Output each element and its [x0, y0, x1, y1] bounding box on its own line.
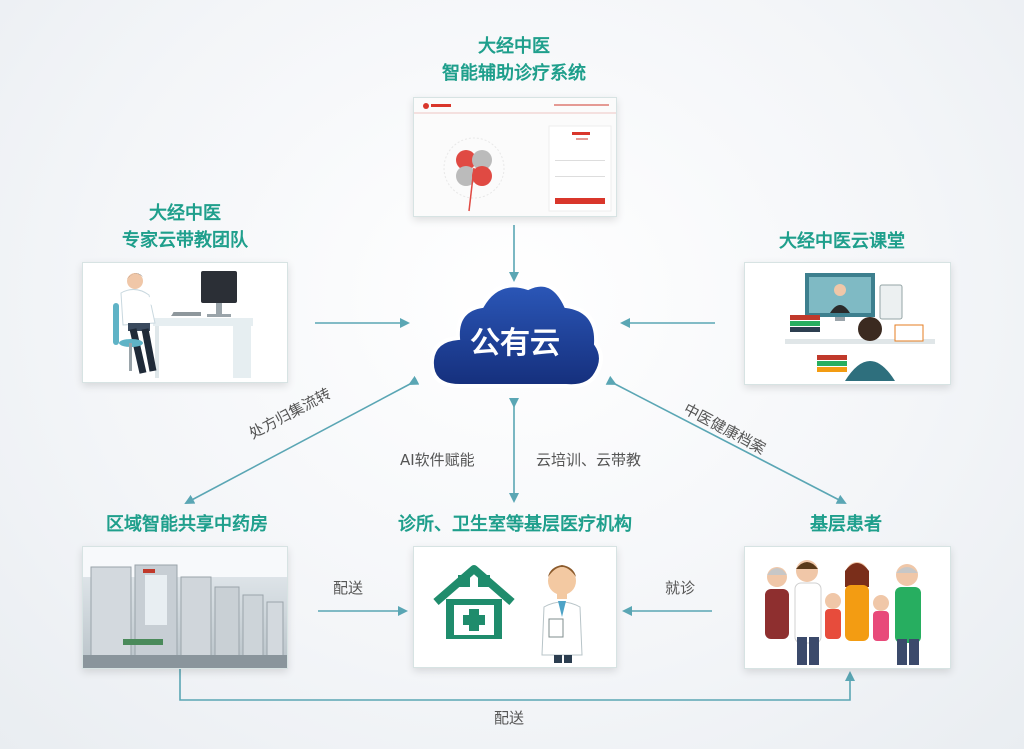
arrow-cloud-patients [605, 375, 847, 504]
ai-system-app-mockup [414, 98, 616, 216]
clinics-image [413, 546, 617, 668]
expert-team-title: 大经中医 专家云带教团队 [122, 203, 248, 251]
automated-pharmacy-photo [83, 547, 287, 668]
family-group-icon [765, 560, 921, 665]
family-illustration [745, 547, 950, 668]
doctor-at-computer-illustration [83, 263, 287, 382]
cloud-class-title: 大经中医云课堂 [779, 231, 905, 252]
doctor-icon [541, 565, 583, 663]
ai-system-screenshot [413, 97, 617, 217]
clover-leaf-icon [456, 150, 476, 170]
brand-logo-icon [423, 103, 429, 109]
public-cloud: 公有云 [420, 266, 610, 400]
tablet-icon [879, 284, 903, 320]
edge-label-delivery-patients: 配送 [494, 709, 525, 727]
expert-team-image [82, 262, 288, 383]
arrow-cloud-pharmacy [184, 375, 420, 504]
cloud-class-image [744, 262, 951, 385]
monitor-icon [201, 271, 237, 303]
edge-label-delivery-pharmacy: 配送 [333, 579, 364, 597]
public-cloud-label: 公有云 [470, 326, 560, 361]
ai-system-title: 大经中医 智能辅助诊疗系统 [442, 36, 586, 84]
patients-image [744, 546, 951, 669]
clinic-and-doctor-illustration [414, 547, 616, 667]
cloud-icon [429, 282, 603, 389]
book-stack-icon [790, 315, 820, 320]
pharmacy-image [82, 546, 288, 669]
clinic-house-icon [433, 565, 515, 639]
login-button [555, 198, 605, 204]
patients-title: 基层患者 [810, 514, 882, 535]
edge-label-cloud-training: 云培训、云带教 [536, 451, 642, 469]
pharmacy-title: 区域智能共享中药房 [106, 514, 268, 535]
arrow-pharmacy-patients [179, 668, 855, 701]
edge-label-ai-empower: AI软件赋能 [400, 451, 475, 469]
online-class-illustration [745, 263, 950, 384]
clinics-title: 诊所、卫生室等基层医疗机构 [398, 514, 632, 535]
edge-label-visit: 就诊 [665, 579, 696, 597]
